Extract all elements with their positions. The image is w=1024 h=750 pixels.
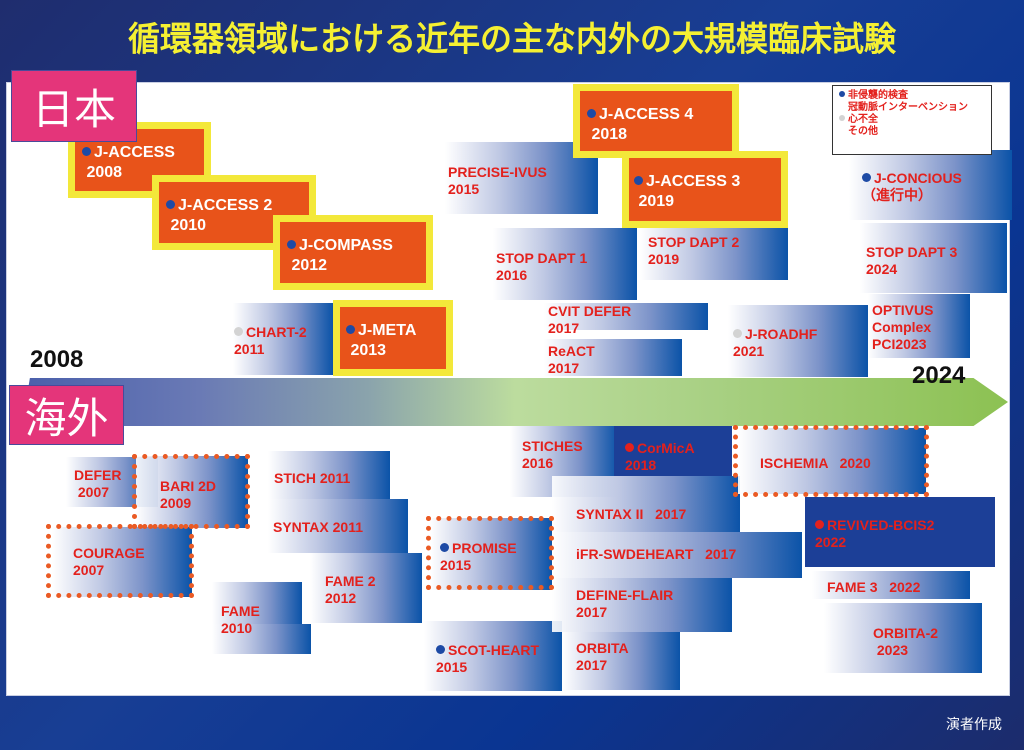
blue-dot-icon — [440, 543, 449, 552]
trial-box-syntax — [268, 499, 408, 553]
legend-item-pci: 冠動脈インターベンション — [848, 102, 968, 113]
end-year-label: 2024 — [912, 362, 966, 389]
trial-box-bari2d — [136, 456, 248, 528]
trial-j-meta: J-META 2013 — [346, 321, 416, 361]
trial-stop-dapt3: STOP DAPT 3 2024 — [866, 244, 958, 277]
blue-dot-icon — [82, 147, 91, 156]
region-tag-japan: 日本 — [11, 70, 137, 142]
trial-box-j-meta — [333, 300, 453, 376]
trial-box-stop-dapt3 — [860, 223, 1007, 293]
gray-dot-icon — [234, 327, 243, 336]
trial-stop-dapt2: STOP DAPT 2 2019 — [648, 234, 740, 267]
trial-box-revived — [805, 497, 995, 567]
trial-orbita2: ORBITA-2 2023 — [873, 625, 939, 658]
trial-j-compass: J-COMPASS 2012 — [287, 236, 393, 276]
trial-j-access3: J-ACCESS 3 2019 — [634, 172, 740, 212]
trial-fame: FAME 2010 — [221, 603, 260, 636]
trial-box-precise-ivus — [445, 142, 598, 214]
trial-scot-heart: SCOT-HEART 2015 — [436, 642, 539, 675]
trial-box-courage — [52, 527, 192, 597]
trial-box-j-concious — [849, 150, 1012, 220]
trial-j-roadhf: J-ROADHF 2021 — [733, 326, 818, 359]
trial-revived: REVIVED-BCIS2 2022 — [815, 517, 935, 550]
trial-chart2: CHART-2 2011 — [234, 324, 307, 357]
trial-box-fame — [212, 582, 302, 624]
trial-box-define-flair — [552, 578, 732, 632]
trial-ifr: iFR-SWDEHEART 2017 — [576, 546, 737, 562]
gray-dot-icon — [733, 329, 742, 338]
trial-syntax2: SYNTAX II 2017 — [576, 506, 687, 522]
legend-item-heart-failure: 心不全 — [839, 114, 985, 126]
trial-box-fame-lower — [212, 624, 311, 654]
trial-j-concious: J-CONCIOUS （進行中） — [862, 170, 962, 203]
trial-j-access: J-ACCESS 2008 — [82, 143, 175, 183]
trial-react: ReACT 2017 — [548, 343, 595, 376]
trial-precise-ivus: PRECISE-IVUS 2015 — [448, 164, 547, 197]
trial-defer: DEFER 2007 — [74, 467, 122, 500]
blue-dot-icon — [587, 109, 596, 118]
blue-dot-icon — [634, 176, 643, 185]
trial-bari2d: BARI 2D 2009 — [160, 478, 217, 511]
trial-j-access4: J-ACCESS 4 2018 — [587, 105, 693, 145]
trial-box-ischemia — [738, 428, 926, 494]
trial-box-orbita2 — [824, 603, 982, 673]
timeline-arrow — [22, 378, 1008, 426]
trial-stop-dapt1: STOP DAPT 1 2016 — [496, 250, 588, 283]
credit-text: 演者作成 — [946, 717, 1002, 733]
trial-stiches: STICHES 2016 — [522, 438, 583, 471]
trial-box-cormica — [614, 425, 732, 477]
trial-ischemia: ISCHEMIA 2020 — [760, 455, 871, 471]
blue-dot-icon — [166, 200, 175, 209]
trial-box-fame3 — [812, 571, 970, 599]
legend: 非侵襲的検査 冠動脈インターベンション 心不全 その他 — [832, 85, 992, 155]
trial-syntax: SYNTAX 2011 — [273, 519, 364, 535]
trial-box-stop-dapt1 — [493, 228, 637, 300]
trial-box-promise — [430, 518, 552, 590]
trial-cormica: CorMicA 2018 — [625, 440, 695, 473]
trial-promise: PROMISE 2015 — [440, 540, 517, 573]
trial-box-ifr — [552, 532, 802, 578]
trial-courage: COURAGE 2007 — [73, 545, 145, 578]
legend-item-noninvasive: 非侵襲的検査 — [839, 90, 985, 102]
gray-dot-icon — [839, 115, 845, 121]
trial-optivus: OPTIVUS Complex PCI2023 — [872, 302, 934, 352]
blue-dot-icon — [287, 240, 296, 249]
red-dot-icon — [625, 443, 634, 452]
blue-dot-icon — [839, 91, 845, 97]
trial-box-optivus — [868, 294, 970, 358]
trial-j-access2: J-ACCESS 2 2010 — [166, 196, 272, 236]
trial-box-fame2 — [310, 553, 422, 623]
blue-dot-icon — [346, 325, 355, 334]
region-tag-overseas: 海外 — [9, 385, 124, 445]
legend-item-other: その他 — [848, 126, 878, 137]
blue-dot-icon — [862, 173, 871, 182]
trial-box-cvit-defer — [544, 303, 708, 330]
trial-box-j-compass — [273, 215, 433, 290]
trial-define-flair: DEFINE-FLAIR 2017 — [576, 587, 674, 620]
trial-cvit-defer: CVIT DEFER 2017 — [548, 303, 632, 336]
blue-dot-icon — [436, 645, 445, 654]
trial-box-j-access3 — [622, 151, 788, 228]
trial-box-scot-heart — [424, 621, 562, 691]
trial-box-j-access2 — [152, 175, 316, 250]
trial-box-orbita — [562, 632, 680, 690]
trial-stich: STICH 2011 — [274, 470, 351, 486]
red-dot-icon — [815, 520, 824, 529]
trial-box-j-roadhf — [728, 305, 868, 377]
trial-fame3: FAME 3 2022 — [827, 579, 921, 595]
trial-box-syntax2 — [552, 476, 740, 532]
start-year-label: 2008 — [30, 346, 84, 373]
trial-box-chart2 — [233, 303, 333, 375]
trial-fame2: FAME 2 2012 — [325, 573, 376, 606]
trial-box-stich — [268, 451, 390, 499]
trial-box-react — [544, 339, 682, 376]
trial-orbita: ORBITA 2017 — [576, 640, 629, 673]
page-title: 循環器領域における近年の主な内外の大規模臨床試験 — [127, 19, 896, 60]
